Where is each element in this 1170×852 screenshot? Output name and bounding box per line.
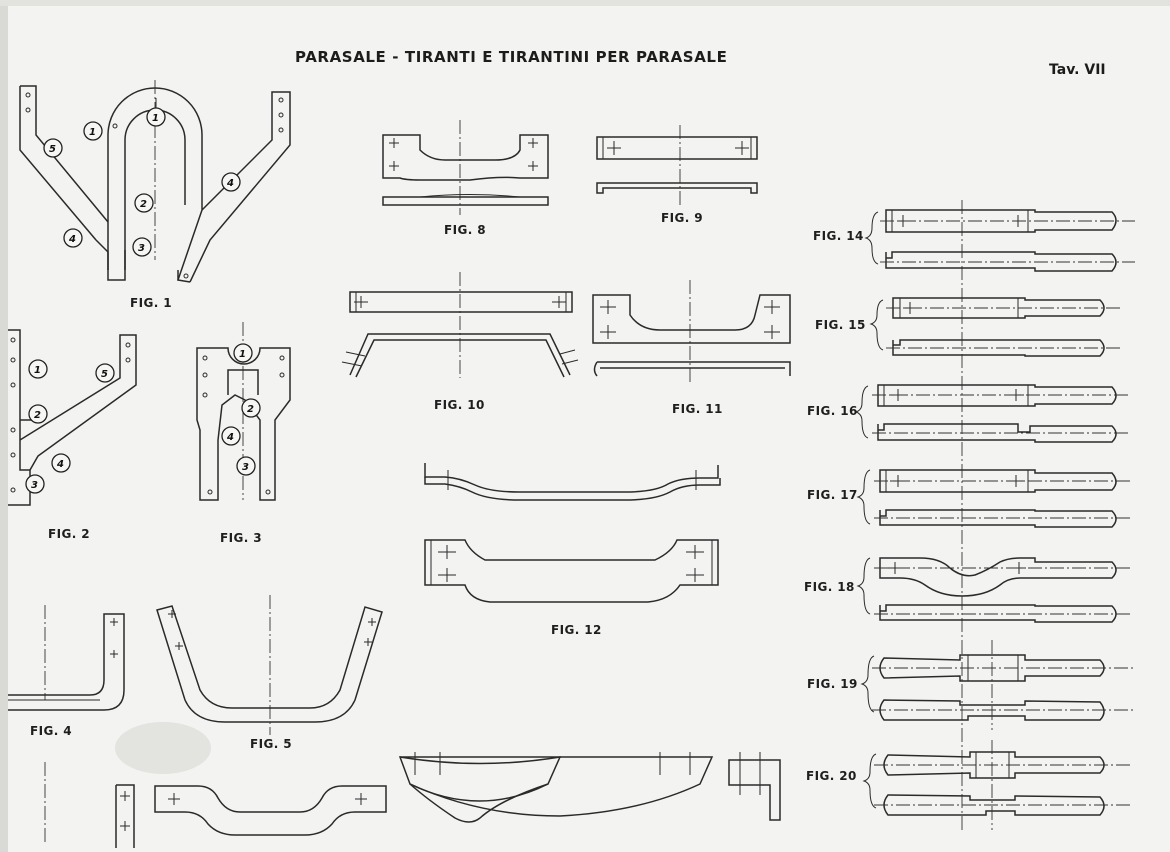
callout-fig3-4: 4 xyxy=(221,426,241,446)
fig19-label: FIG. 19 xyxy=(807,677,858,691)
fig16-label: FIG. 16 xyxy=(807,404,858,418)
fig18-label: FIG. 18 xyxy=(804,580,855,594)
fig1-label: FIG. 1 xyxy=(130,296,172,310)
svg-text:4: 4 xyxy=(226,178,234,189)
svg-text:1: 1 xyxy=(152,113,159,124)
sheet-top-edge xyxy=(0,0,1170,6)
svg-text:2: 2 xyxy=(247,404,254,415)
sheet-title: PARASALE - TIRANTI E TIRANTINI PER PARAS… xyxy=(295,48,728,66)
fig12-label: FIG. 12 xyxy=(551,623,602,637)
rods-drawings xyxy=(854,200,1135,830)
fig10-drawing xyxy=(341,272,579,378)
svg-text:3: 3 xyxy=(31,480,38,491)
fig9-label: FIG. 9 xyxy=(661,211,703,225)
svg-text:4: 4 xyxy=(68,234,76,245)
svg-text:5: 5 xyxy=(101,369,108,380)
svg-text:2: 2 xyxy=(34,410,41,421)
fig4-label: FIG. 4 xyxy=(30,724,72,738)
fig8-drawing xyxy=(382,120,549,215)
fig10-label: FIG. 10 xyxy=(434,398,485,412)
callout-fig1-5: 5 xyxy=(43,138,63,158)
fig11-label: FIG. 11 xyxy=(672,402,723,416)
callout-fig2-5: 5 xyxy=(95,363,115,383)
callout-fig2-4: 4 xyxy=(51,453,71,473)
fig5-drawing xyxy=(156,595,383,735)
svg-text:3: 3 xyxy=(242,462,249,473)
callout-fig1-4b: 4 xyxy=(63,228,83,248)
fig3-label: FIG. 3 xyxy=(220,531,262,545)
fig15-label: FIG. 15 xyxy=(815,318,866,332)
callout-fig3-1: 1 xyxy=(233,343,253,363)
svg-text:4: 4 xyxy=(56,459,64,470)
fig17-label: FIG. 17 xyxy=(807,488,858,502)
callout-fig3-3: 3 xyxy=(236,456,256,476)
svg-text:3: 3 xyxy=(138,243,145,254)
fig9-drawing xyxy=(596,125,758,205)
sheet-left-edge xyxy=(0,0,8,852)
fig14-label: FIG. 14 xyxy=(813,229,864,243)
svg-text:1: 1 xyxy=(89,127,96,138)
fig2-label: FIG. 2 xyxy=(48,527,90,541)
callout-markers: 1 1 5 2 4 4 3 1 5 2 4 3 1 2 4 3 xyxy=(25,98,261,494)
paper-stain xyxy=(115,722,211,774)
callout-fig1-3: 3 xyxy=(132,237,152,257)
callout-fig1-1b: 1 xyxy=(83,121,103,141)
fig5-label: FIG. 5 xyxy=(250,737,292,751)
fig8-label: FIG. 8 xyxy=(444,223,486,237)
svg-text:4: 4 xyxy=(226,432,234,443)
fig20-label: FIG. 20 xyxy=(806,769,857,783)
callout-fig2-3: 3 xyxy=(25,474,45,494)
svg-text:5: 5 xyxy=(49,144,56,155)
fig-bottom-partials xyxy=(44,752,781,848)
fig4-drawing xyxy=(8,605,125,711)
callout-fig2-1: 1 xyxy=(28,359,48,379)
fig12-drawing xyxy=(424,463,721,603)
plate-number: Tav. VII xyxy=(1049,62,1106,78)
callout-fig3-2: 2 xyxy=(241,398,261,418)
fig11-drawing xyxy=(592,280,791,385)
callout-fig1-1a: 1 xyxy=(146,107,166,127)
fig1-drawing xyxy=(19,80,291,283)
svg-text:1: 1 xyxy=(34,365,41,376)
fig2-drawing xyxy=(8,329,137,506)
svg-text:1: 1 xyxy=(239,349,246,360)
callout-fig1-4a: 4 xyxy=(221,172,241,192)
callout-fig1-2: 2 xyxy=(134,193,154,213)
svg-text:2: 2 xyxy=(140,199,147,210)
callout-fig2-2: 2 xyxy=(28,404,48,424)
